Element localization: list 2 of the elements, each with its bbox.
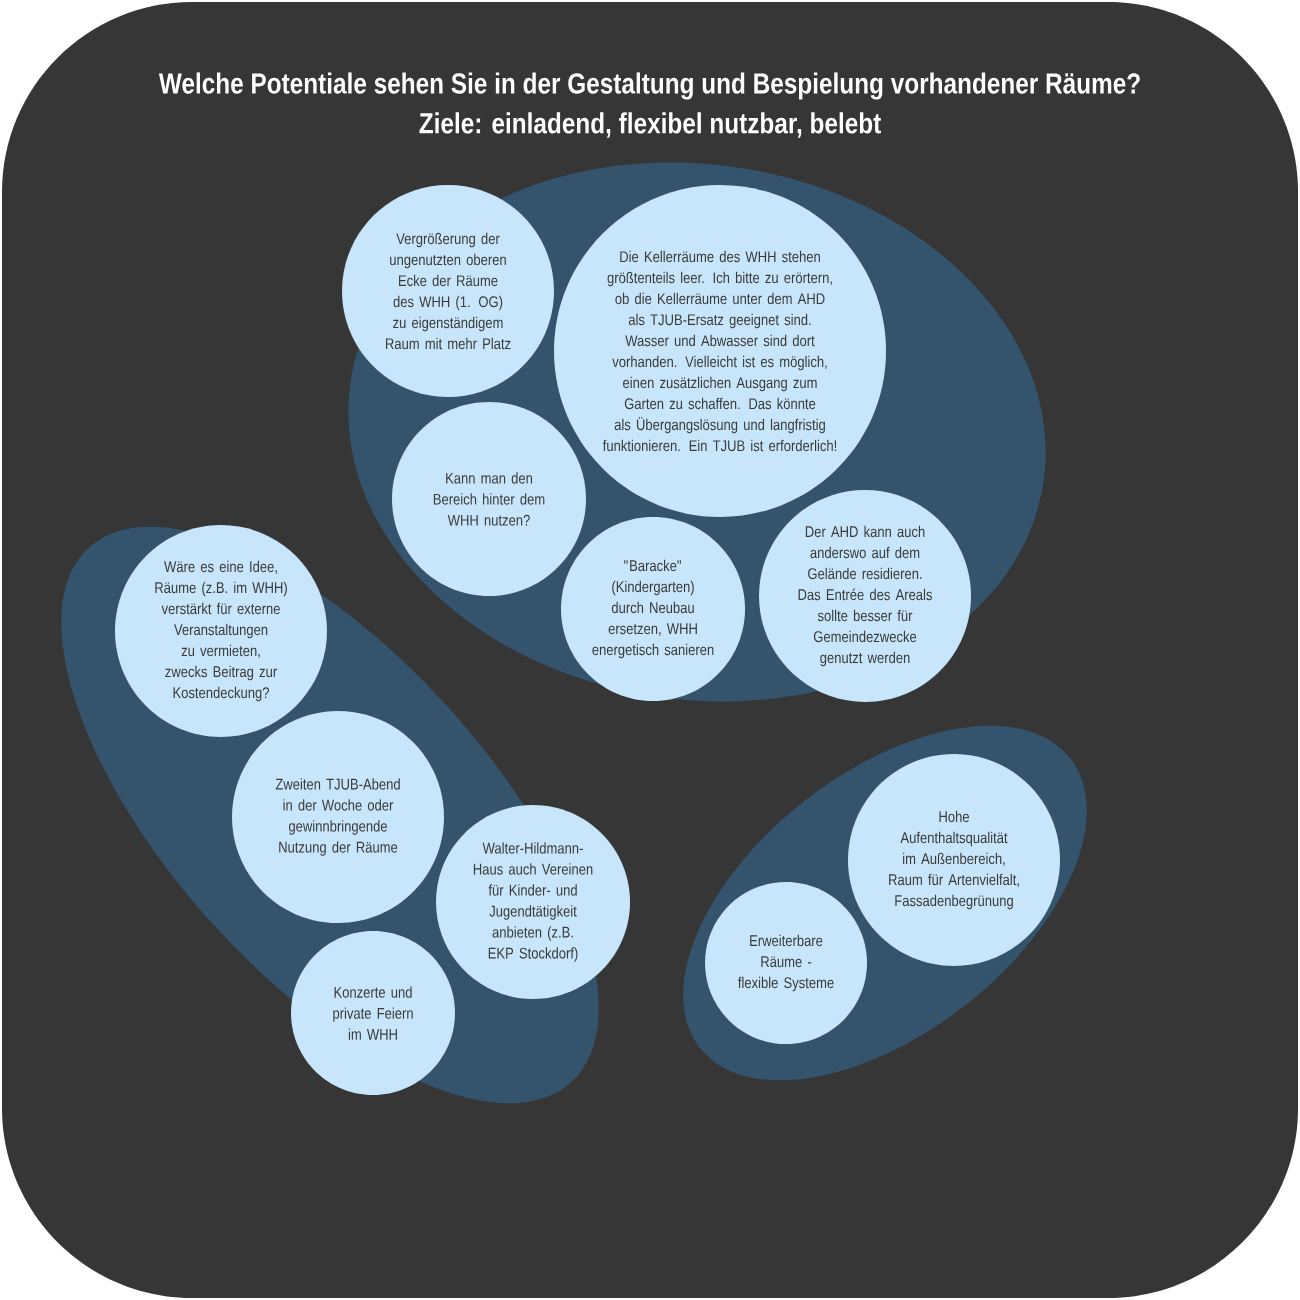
subtitle: Ziele: einladend, flexibel nutzbar, belebt: [419, 112, 881, 138]
title: Welche Potentiale sehen Sie in der Gestaltung und Bespielung vorhandener Räume?: [158, 72, 1140, 100]
